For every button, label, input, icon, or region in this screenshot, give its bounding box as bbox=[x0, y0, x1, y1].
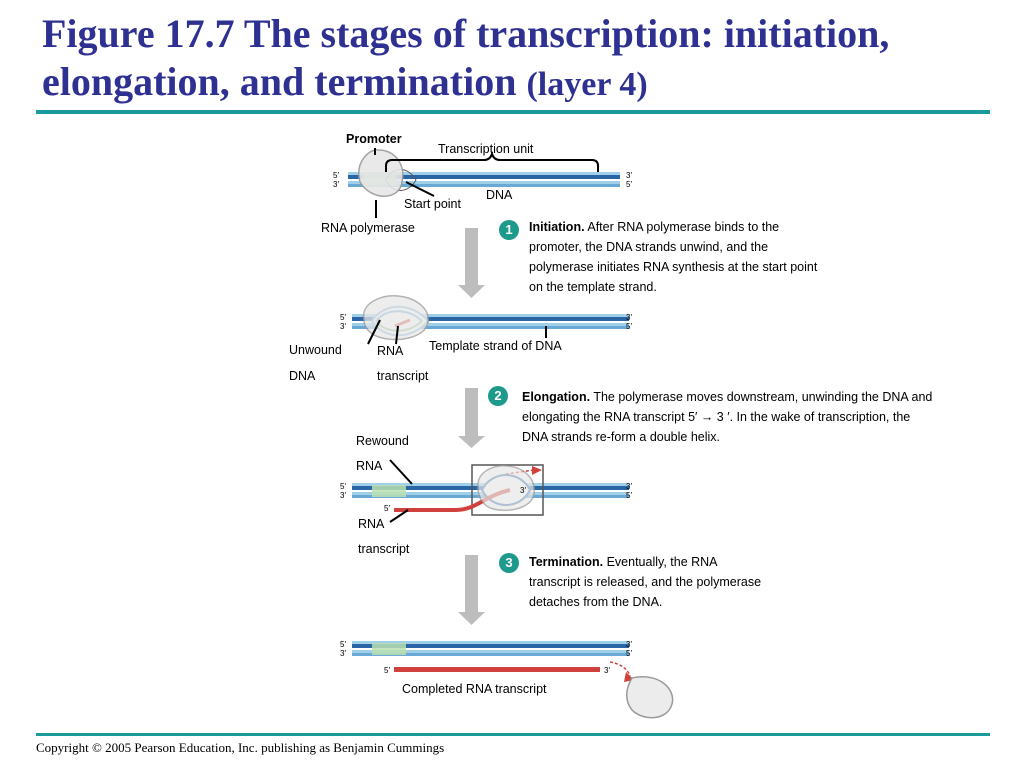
end-label: 3′ bbox=[340, 491, 346, 500]
rna-label-1: RNA bbox=[377, 344, 404, 358]
unwound-leader bbox=[367, 319, 381, 345]
rna-polymerase-shape bbox=[358, 149, 404, 197]
title-main: Figure 17.7 The stages of transcription:… bbox=[42, 11, 890, 104]
start-point-label: Start point bbox=[404, 197, 461, 211]
unwound-label: Unwound bbox=[289, 343, 342, 357]
step-body: After RNA polymerase binds to the promot… bbox=[529, 220, 818, 294]
end-label: 3′ bbox=[604, 666, 610, 675]
rewound-label: Rewound bbox=[356, 434, 409, 448]
step-elongation: Elongation. The polymerase moves downstr… bbox=[522, 387, 934, 447]
top-divider bbox=[36, 110, 990, 114]
end-label: 5′ bbox=[626, 491, 632, 500]
unwound-dna-label: DNA bbox=[289, 369, 316, 383]
step-badge-2: 2 bbox=[488, 386, 508, 406]
rna-polymerase-label: RNA polymerase bbox=[321, 221, 415, 235]
end-label: 5′ bbox=[333, 171, 339, 180]
transcript-label-2: transcript bbox=[358, 542, 410, 556]
title-sub: (layer 4) bbox=[526, 66, 648, 103]
start-point-leader bbox=[405, 181, 435, 197]
step-body: Eventually, the RNA transcript is releas… bbox=[529, 555, 762, 609]
polymerase-initiation bbox=[362, 294, 429, 341]
end-label: 3′ bbox=[626, 482, 632, 491]
copyright-notice: Copyright © 2005 Pearson Education, Inc.… bbox=[36, 740, 445, 755]
end-label: 3′ bbox=[626, 313, 632, 322]
end-label: 5′ bbox=[384, 666, 390, 675]
step-badge-1: 1 bbox=[499, 220, 519, 240]
end-label: 3′ bbox=[520, 486, 526, 495]
rewound-leader bbox=[389, 459, 413, 485]
step-head: Elongation. bbox=[522, 390, 591, 404]
step-badge-3: 3 bbox=[499, 553, 519, 573]
promoter-label: Promoter bbox=[346, 132, 402, 146]
end-label: 5′ bbox=[626, 649, 632, 658]
end-label: 3′ bbox=[626, 171, 632, 180]
step-head: Termination. bbox=[529, 555, 604, 569]
transcript-label-1: transcript bbox=[377, 369, 429, 383]
polymerase-elongation bbox=[477, 464, 535, 512]
completed-rna-label: Completed RNA transcript bbox=[402, 682, 547, 696]
dna-label: DNA bbox=[486, 188, 513, 202]
transcription-unit-label: Transcription unit bbox=[438, 142, 534, 156]
transcription-unit-bracket bbox=[385, 150, 599, 172]
rna-transcript-1-leader bbox=[395, 325, 399, 345]
end-label: 3′ bbox=[333, 180, 339, 189]
end-label: 5′ bbox=[626, 180, 632, 189]
rna-transcript-2-leader bbox=[389, 509, 409, 523]
stage-arrows bbox=[458, 228, 485, 625]
bottom-divider bbox=[36, 733, 990, 736]
end-label: 5′ bbox=[340, 640, 346, 649]
end-label: 3′ bbox=[340, 322, 346, 331]
page-title: Figure 17.7 The stages of transcription:… bbox=[42, 10, 1002, 109]
template-strand-label: Template strand of DNA bbox=[429, 339, 562, 353]
end-label: 5′ bbox=[626, 322, 632, 331]
end-label: 5′ bbox=[340, 313, 346, 322]
step-body: The polymerase moves downstream, unwindi… bbox=[522, 390, 933, 444]
dna-termination bbox=[352, 641, 634, 682]
released-polymerase bbox=[626, 676, 674, 719]
end-label: 5′ bbox=[384, 504, 390, 513]
rna-label-2: RNA bbox=[358, 517, 385, 531]
step-initiation: Initiation. After RNA polymerase binds t… bbox=[529, 217, 821, 297]
step-head: Initiation. bbox=[529, 220, 585, 234]
end-label: 3′ bbox=[626, 640, 632, 649]
rewound-rna-label: RNA bbox=[356, 459, 383, 473]
step-termination: Termination. Eventually, the RNA transcr… bbox=[529, 552, 769, 612]
end-label: 3′ bbox=[340, 649, 346, 658]
end-label: 5′ bbox=[340, 482, 346, 491]
